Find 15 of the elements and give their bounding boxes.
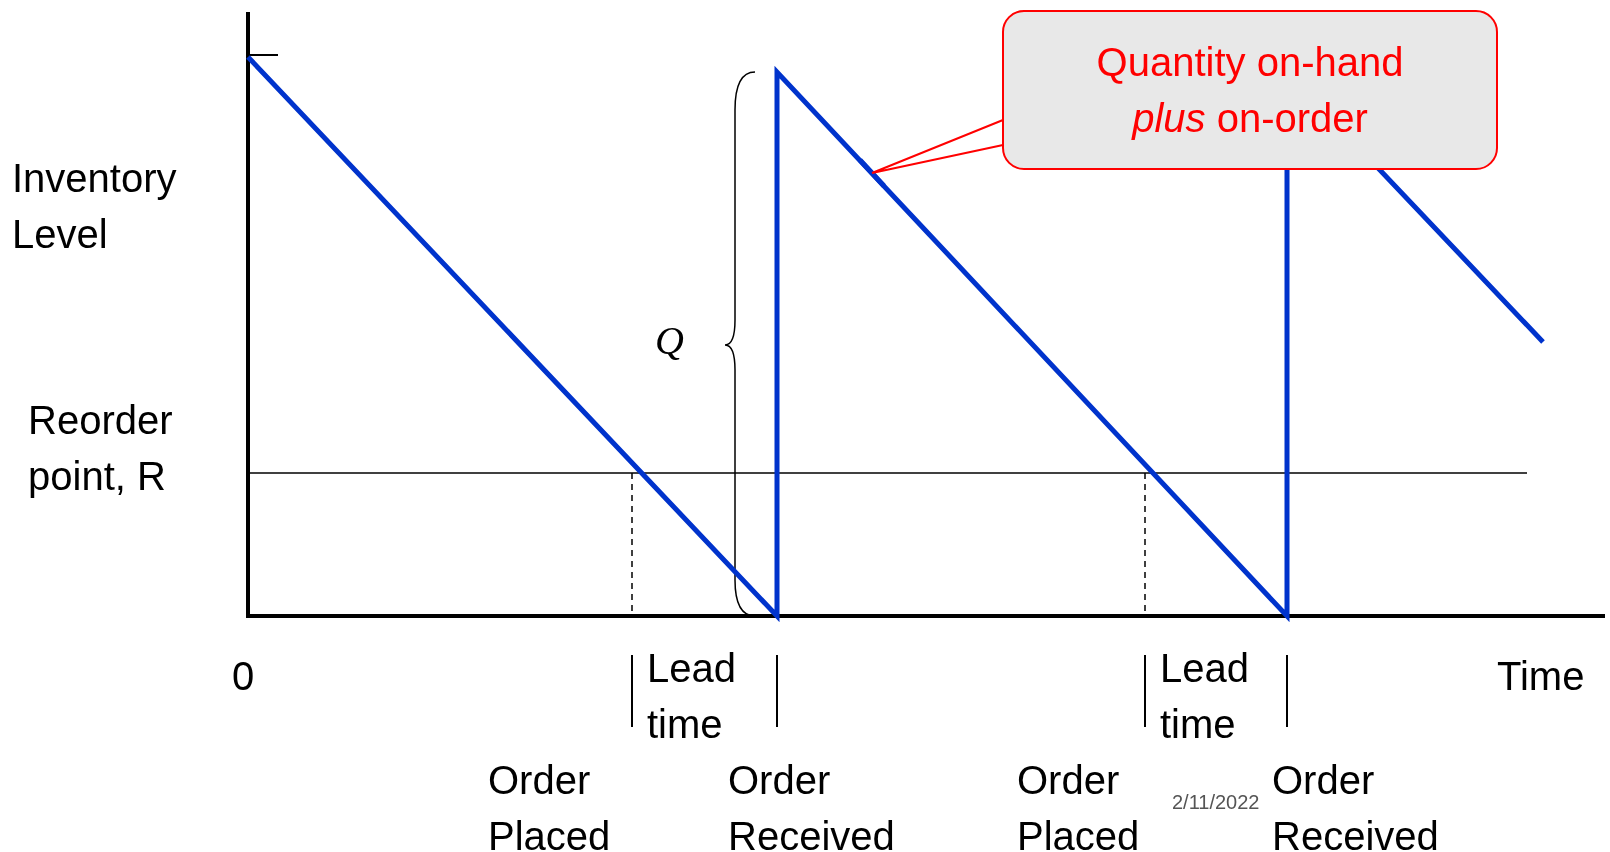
inventory-line-segment <box>858 158 886 188</box>
callout-box: Quantity on-hand plus on-order <box>1002 10 1498 170</box>
axis-title: Inventory Level <box>12 155 178 258</box>
event-label: Order Placed <box>1017 757 1141 852</box>
axis-title: Time <box>1497 653 1586 700</box>
interval-label: Lead time <box>1160 645 1250 748</box>
event-label: Order Received <box>728 757 896 852</box>
event-label: Order Received <box>1272 757 1440 852</box>
event-label: Order Placed <box>488 757 612 852</box>
date-label: 2/11/2022 <box>1172 790 1261 814</box>
brace-label: Q <box>655 317 685 365</box>
axis-label: Reorder point, R <box>28 397 174 500</box>
interval-label: Lead time <box>647 645 737 748</box>
leader-line <box>871 119 1004 174</box>
axis-tick-label: 0 <box>232 653 256 700</box>
